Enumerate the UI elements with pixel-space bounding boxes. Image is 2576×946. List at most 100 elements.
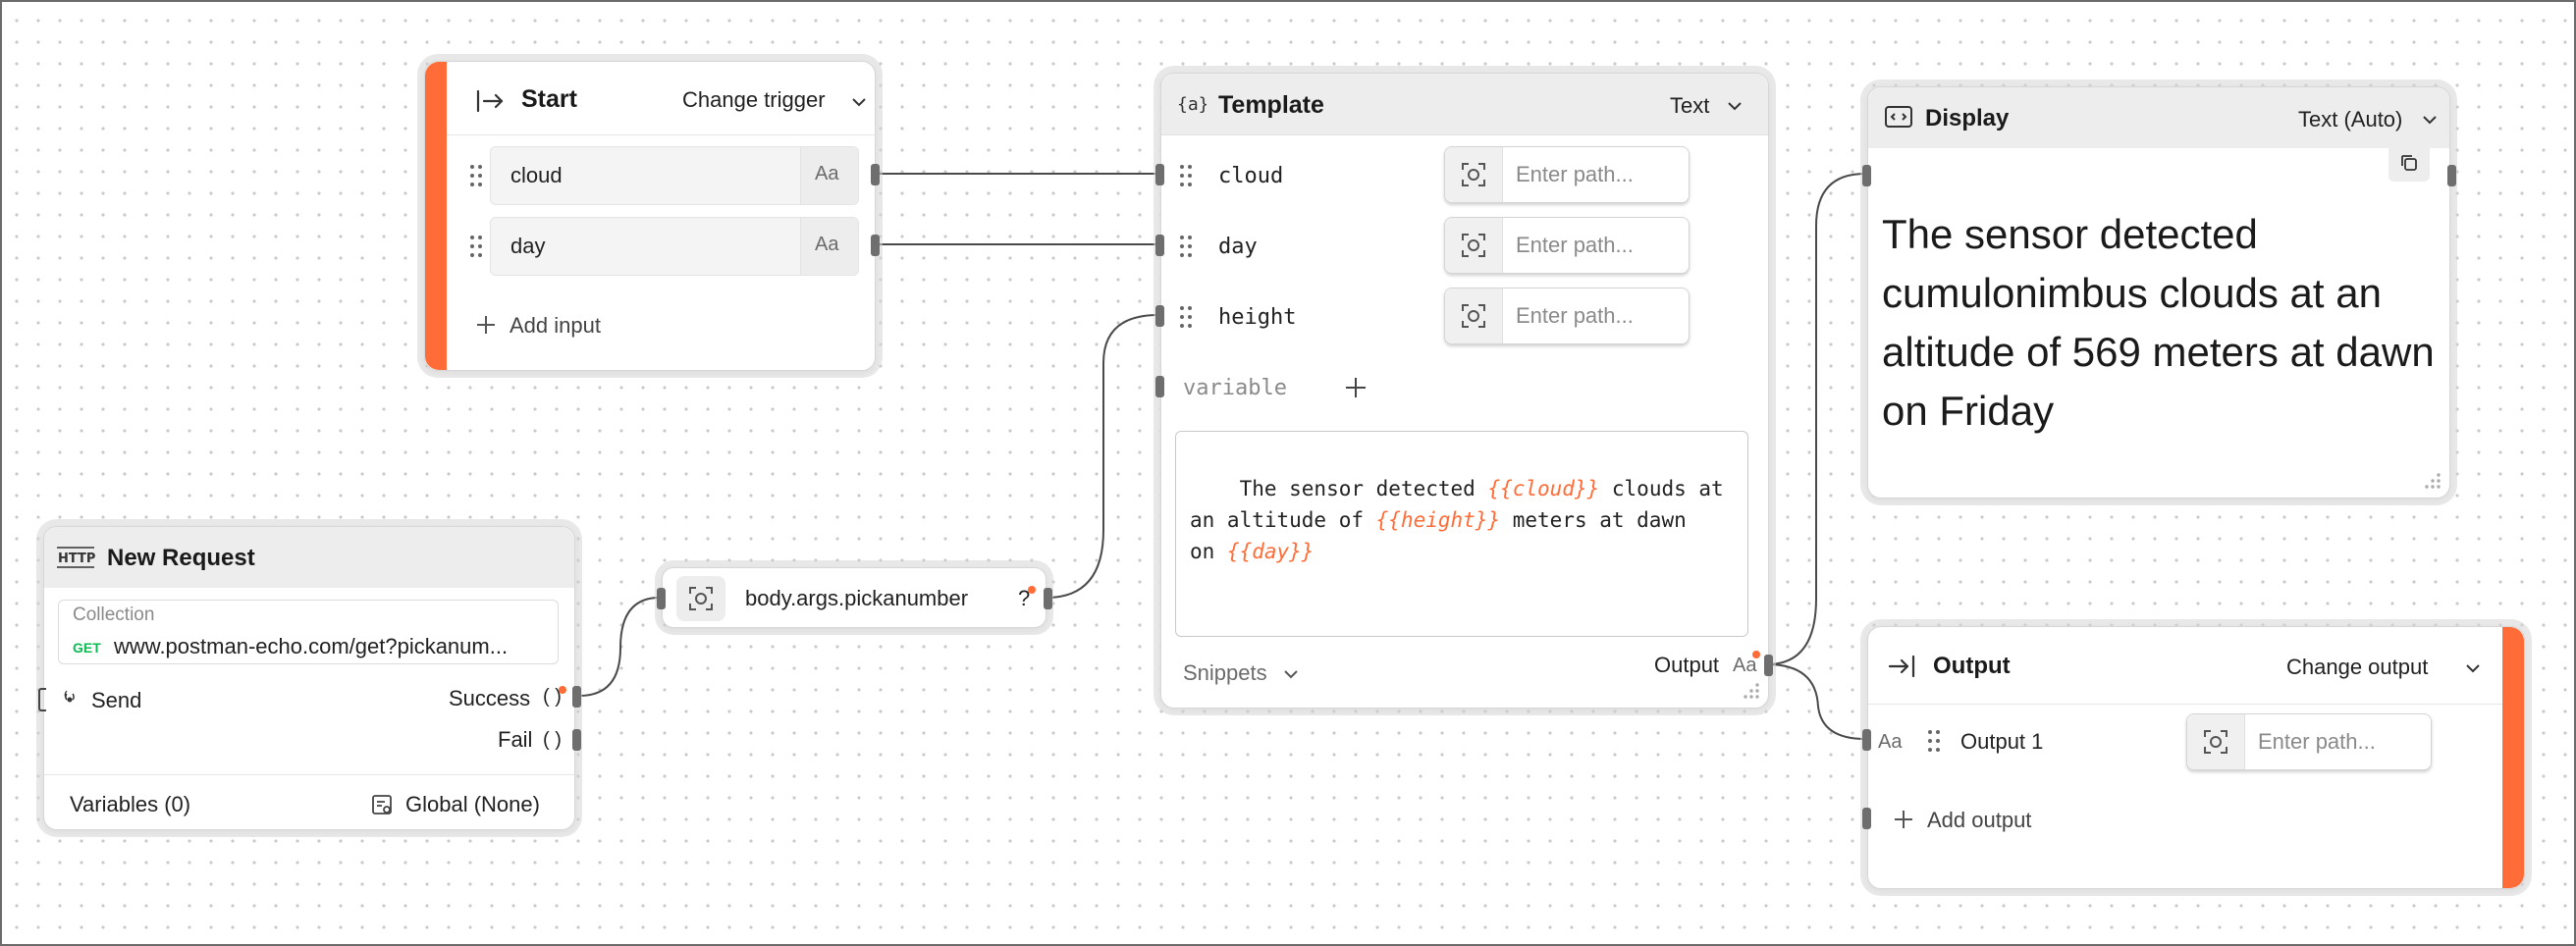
target-icon-box[interactable]: [676, 576, 725, 621]
input-port-new[interactable]: [1155, 376, 1164, 397]
fail-output-port[interactable]: [572, 729, 581, 751]
svg-text:{a}: {a}: [1177, 94, 1207, 115]
plus-icon[interactable]: [1342, 374, 1369, 401]
type-badge[interactable]: Aa: [800, 218, 858, 275]
output-port[interactable]: [1044, 588, 1052, 609]
chevron-down-icon: [2423, 116, 2437, 125]
request-node[interactable]: HTTP New Request Collection GET www.post…: [38, 526, 581, 830]
wire-height: [1046, 314, 1159, 599]
input-port-new[interactable]: [1862, 808, 1871, 829]
request-header: [44, 527, 574, 588]
request-url-field[interactable]: Collection GET www.postman-echo.com/get?…: [58, 600, 559, 664]
drag-handle-icon[interactable]: [469, 235, 483, 258]
header-divider: [447, 134, 875, 135]
input-row-cloud[interactable]: cloud Aa: [490, 146, 859, 205]
evaluate-node[interactable]: body.args.pickanumber ?: [657, 567, 1052, 628]
type-label: Aa: [815, 163, 839, 184]
output-port[interactable]: [2447, 165, 2456, 186]
display-content: The sensor detected cumulonimbus clouds …: [1882, 211, 2435, 434]
drag-handle-icon[interactable]: [1927, 729, 1941, 753]
path-placeholder: Enter path...: [1516, 303, 1634, 328]
add-input-button[interactable]: Add input: [474, 307, 631, 341]
start-title: Start: [521, 85, 577, 113]
path-placeholder: Enter path...: [1516, 162, 1634, 186]
wire-output: [1766, 663, 1866, 740]
path-input-cloud[interactable]: Enter path...: [1444, 146, 1690, 203]
success-paren: ( ): [543, 686, 562, 708]
status-dot: [1752, 651, 1760, 658]
input-port-day[interactable]: [1155, 235, 1164, 256]
arrow-right-to-line-icon: [476, 89, 504, 113]
template-editor[interactable]: The sensor detected {{cloud}} clouds at …: [1175, 431, 1748, 637]
change-output-label: Change output: [2286, 655, 2429, 679]
scan-target-icon: [1462, 234, 1485, 257]
wire-success: [578, 597, 661, 697]
output-path-input[interactable]: Enter path...: [2186, 713, 2432, 770]
input-row-day[interactable]: day Aa: [490, 217, 859, 276]
copy-button[interactable]: [2388, 144, 2430, 182]
scan-target-icon: [689, 587, 713, 610]
input-port-output-1[interactable]: [1862, 729, 1871, 751]
change-trigger-label: Change trigger: [682, 87, 826, 112]
display-mode-label: Text (Auto): [2298, 107, 2403, 131]
input-port[interactable]: [657, 588, 666, 609]
path-input-day[interactable]: Enter path...: [1444, 217, 1690, 274]
snippets-dropdown[interactable]: Snippets: [1183, 657, 1311, 688]
display-title: Display: [1925, 105, 2010, 131]
template-node[interactable]: {a} Template Text cloud Enter path... da…: [1155, 73, 1773, 709]
path-input-height[interactable]: Enter path...: [1444, 288, 1690, 344]
environment-icon: [372, 795, 392, 815]
start-node[interactable]: Start Change trigger cloud Aa day Aa Add…: [424, 61, 880, 371]
drag-handle-icon[interactable]: [1179, 235, 1193, 258]
braces-variable-icon: {a}: [1177, 94, 1207, 115]
status-dot: [1028, 586, 1036, 594]
add-output-label: Add output: [1927, 808, 2032, 832]
target-icon-box[interactable]: [2187, 714, 2245, 769]
fail-label: Fail: [498, 727, 533, 752]
output-node[interactable]: Output Change output Aa Output 1 Enter p…: [1862, 626, 2525, 889]
input-port-cloud[interactable]: [1155, 164, 1164, 185]
variables-button[interactable]: Variables (0): [70, 792, 191, 816]
drag-handle-icon[interactable]: [1179, 305, 1193, 329]
output-type: Aa: [1733, 655, 1757, 676]
collection-label: Collection: [73, 604, 155, 625]
send-trigger[interactable]: Send: [58, 684, 166, 713]
environment-selector[interactable]: Global (None): [370, 788, 557, 819]
output-type-label: Aa: [1878, 731, 1903, 753]
add-output-button[interactable]: Add output: [1892, 802, 2059, 835]
chevron-down-icon: [1728, 102, 1742, 111]
display-node[interactable]: Display Text (Auto) The sensor detected …: [1862, 86, 2456, 499]
evaluate-path-text[interactable]: body.args.pickanumber: [745, 586, 969, 610]
resize-handle-icon[interactable]: [1743, 682, 1760, 700]
type-badge[interactable]: Aa: [800, 147, 858, 204]
output-port-day[interactable]: [871, 235, 880, 256]
target-icon-box[interactable]: [1445, 147, 1503, 202]
plus-icon: [477, 316, 495, 334]
target-icon-box[interactable]: [1445, 218, 1503, 273]
template-text: The sensor detected: [1239, 477, 1488, 500]
template-mode-dropdown[interactable]: Text: [1670, 89, 1748, 119]
template-variable-token: {{cloud}}: [1487, 477, 1600, 500]
chevron-down-icon: [852, 98, 866, 107]
success-output-port[interactable]: [572, 686, 581, 708]
chevron-down-icon: [1284, 670, 1298, 679]
drag-handle-icon[interactable]: [1179, 164, 1193, 187]
target-icon-box[interactable]: [1445, 289, 1503, 343]
snippets-label: Snippets: [1183, 660, 1267, 685]
input-port-height[interactable]: [1155, 305, 1164, 327]
change-output-dropdown[interactable]: Change output: [2286, 651, 2483, 682]
plus-icon: [1895, 811, 1912, 828]
drag-handle-icon[interactable]: [469, 164, 483, 187]
template-variable-token: {{height}}: [1375, 508, 1501, 532]
display-mode-dropdown[interactable]: Text (Auto): [2298, 103, 2445, 132]
send-input-port-bracket[interactable]: [38, 688, 46, 711]
new-variable-input[interactable]: variable: [1183, 376, 1287, 400]
success-label: Success: [449, 686, 531, 710]
output-port-cloud[interactable]: [871, 164, 880, 185]
resize-handle-icon[interactable]: [2424, 472, 2442, 490]
template-var-name: height: [1218, 305, 1297, 330]
output-port[interactable]: [1764, 655, 1773, 676]
evaluate-type-indicator: ?: [1018, 586, 1031, 610]
input-port[interactable]: [1862, 165, 1871, 186]
